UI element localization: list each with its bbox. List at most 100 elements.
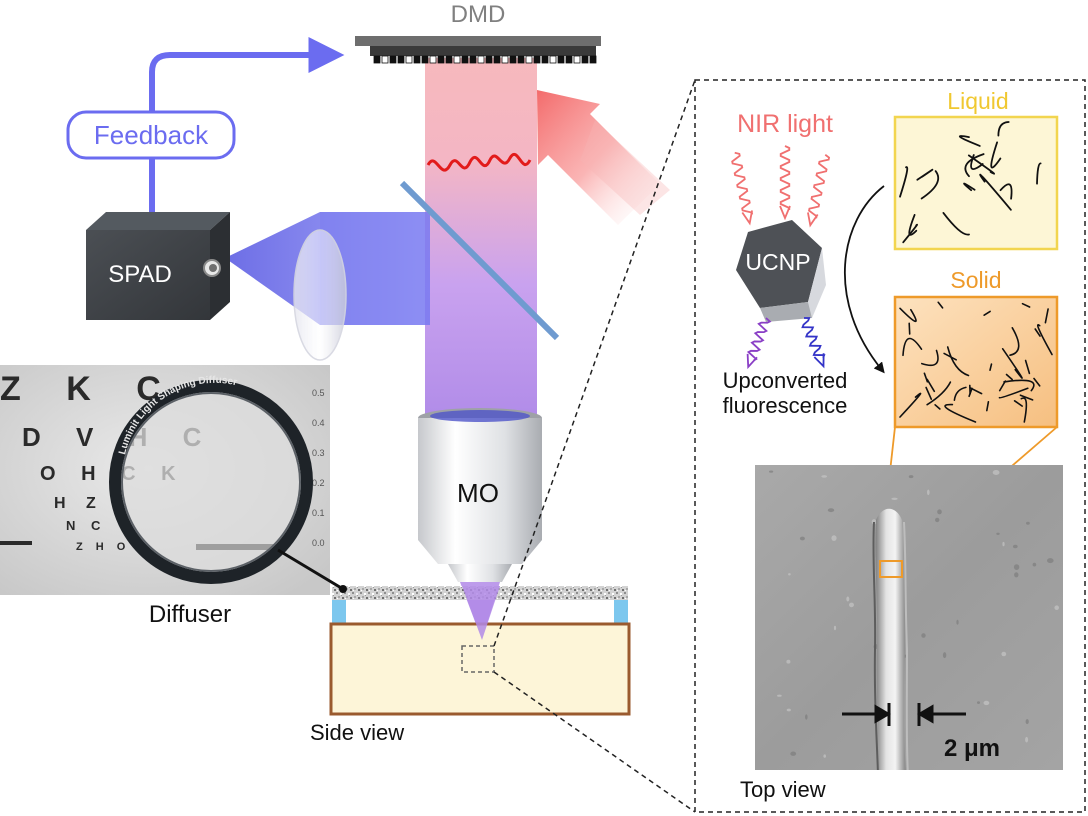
dmd-pixel bbox=[573, 55, 581, 64]
polymer-chain bbox=[998, 387, 1029, 399]
dmd-pixel bbox=[397, 55, 405, 64]
polymer-chain bbox=[1036, 162, 1042, 185]
solid-label: Solid bbox=[950, 267, 1001, 293]
sem-roi-box bbox=[879, 560, 903, 578]
liquid-chains bbox=[899, 121, 1042, 244]
polymer-chain bbox=[926, 381, 952, 406]
chart-scale-mark: 0.5 bbox=[312, 388, 325, 398]
crosslink bbox=[985, 400, 990, 412]
polymer-chain bbox=[997, 121, 1010, 137]
polymer-chain bbox=[1003, 379, 1035, 392]
polymer-chain bbox=[946, 346, 970, 377]
dmd-pixel bbox=[461, 55, 469, 64]
chart-scale-mark: 0.3 bbox=[312, 448, 325, 458]
polymer-chain bbox=[916, 168, 934, 181]
dmd-pixel bbox=[581, 55, 589, 64]
polymer-chain bbox=[902, 337, 923, 357]
liquid-box bbox=[893, 115, 1059, 251]
polymer-chain bbox=[1009, 327, 1020, 356]
crosslink bbox=[1034, 328, 1041, 337]
dmd-device bbox=[355, 36, 601, 64]
chart-scale-mark: 0.2 bbox=[312, 478, 325, 488]
dmd-pixel bbox=[445, 55, 453, 64]
crosslink bbox=[1005, 373, 1014, 381]
crosslink bbox=[1033, 377, 1041, 387]
crosslink bbox=[1013, 399, 1024, 407]
ucnp-particle bbox=[736, 220, 826, 322]
dmd-pixel bbox=[509, 55, 517, 64]
crosslink bbox=[1021, 302, 1031, 308]
polymer-chain bbox=[942, 212, 970, 236]
dmd-pixel bbox=[453, 55, 461, 64]
chart-row-6: Z H O bbox=[76, 541, 130, 553]
scale-bar-label: 2 μm bbox=[944, 735, 1000, 762]
upconverted-label-1: Upconverted bbox=[723, 368, 848, 393]
polymer-chain bbox=[990, 141, 1002, 169]
crosslink bbox=[934, 403, 941, 410]
crosslink bbox=[1024, 359, 1031, 375]
mo-label: MO bbox=[457, 478, 499, 508]
feedback-label: Feedback bbox=[94, 120, 209, 150]
emission-wave-arrow bbox=[746, 317, 772, 370]
collection-lens bbox=[293, 229, 347, 361]
crosslink bbox=[983, 310, 991, 317]
dmd-pixel bbox=[493, 55, 501, 64]
dmd-pixel bbox=[525, 55, 533, 64]
crosslink bbox=[998, 380, 1007, 392]
polymer-chain bbox=[963, 182, 976, 192]
spad-label: SPAD bbox=[108, 261, 172, 288]
dmd-pixel bbox=[373, 55, 381, 64]
crosslink bbox=[989, 363, 993, 372]
crosslink bbox=[943, 352, 958, 361]
microscope-objective bbox=[418, 408, 542, 640]
sem-image bbox=[755, 465, 1063, 770]
crosslink bbox=[1019, 394, 1034, 401]
dmd-pixel bbox=[381, 55, 389, 64]
polymer-chain bbox=[1001, 348, 1023, 379]
emission-wave-arrow bbox=[801, 317, 826, 369]
polymer-chain bbox=[967, 154, 996, 175]
nir-wave-arrow bbox=[807, 154, 831, 228]
chart-row-5: N C bbox=[66, 518, 106, 533]
polymer-chain bbox=[899, 307, 917, 323]
top-view-label: Top view bbox=[740, 777, 826, 802]
crosslink bbox=[968, 387, 973, 398]
emission-wave-arrows bbox=[746, 317, 826, 370]
scale-bar bbox=[842, 703, 966, 726]
crosslink bbox=[937, 301, 944, 309]
liquid-label: Liquid bbox=[947, 88, 1008, 114]
polymer-chain bbox=[899, 166, 909, 198]
polymer-chain bbox=[1036, 324, 1053, 356]
liquid-to-solid-arrow bbox=[844, 185, 885, 374]
chart-scale-mark: 0.1 bbox=[312, 508, 325, 518]
dmd-pixel bbox=[565, 55, 573, 64]
polymer-chain bbox=[958, 135, 981, 147]
solid-network bbox=[899, 301, 1053, 423]
polymer-chain bbox=[999, 183, 1013, 200]
ucnp-label: UCNP bbox=[745, 249, 810, 275]
dmd-pixel bbox=[437, 55, 445, 64]
dmd-pixel bbox=[533, 55, 541, 64]
crosslink bbox=[1044, 308, 1049, 324]
crosslink bbox=[908, 322, 911, 335]
chart-row-1: Z K C bbox=[0, 370, 179, 408]
nir-wave-arrow bbox=[779, 145, 791, 221]
dichroic-mirror bbox=[399, 180, 560, 341]
dmd-pixel bbox=[485, 55, 493, 64]
dmd-pixel bbox=[541, 55, 549, 64]
upconverted-label-2: fluorescence bbox=[723, 393, 848, 418]
dmd-pixel bbox=[429, 55, 437, 64]
polymer-chain bbox=[1020, 397, 1028, 423]
dmd-pixel bbox=[549, 55, 557, 64]
dmd-pixel bbox=[469, 55, 477, 64]
chart-scale-mark: 0.4 bbox=[312, 418, 325, 428]
zoom-lines bbox=[493, 79, 696, 813]
dmd-pixel bbox=[557, 55, 565, 64]
polymer-chain bbox=[944, 403, 977, 423]
side-view-label: Side view bbox=[310, 720, 404, 745]
crosslink bbox=[926, 378, 936, 393]
dmd-pixel bbox=[413, 55, 421, 64]
polymer-chain bbox=[953, 386, 967, 401]
polymer-chain bbox=[979, 173, 1012, 211]
